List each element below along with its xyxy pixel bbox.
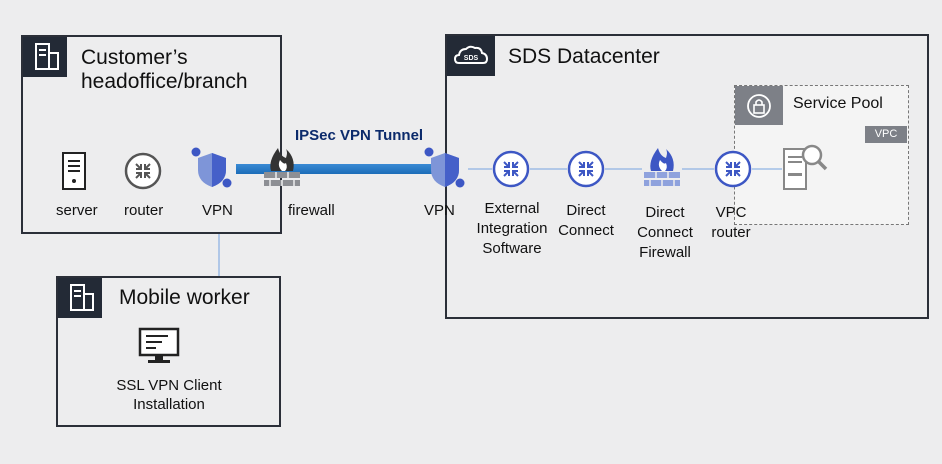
direct-connect-label: Direct Connect (558, 202, 614, 239)
mobile-title: Mobile worker (119, 286, 250, 309)
server-icon (62, 152, 86, 190)
external-integration-router-icon (492, 150, 530, 188)
router-icon (124, 152, 162, 190)
external-integration-label: External Integration Software (476, 200, 548, 257)
vpc-tag: VPC (865, 126, 907, 143)
datacenter-title: SDS Datacenter (508, 45, 660, 68)
svg-text:SDS: SDS (464, 55, 479, 62)
firewall-icon (264, 148, 300, 186)
sds-cloud-logo-icon: SDS (447, 36, 495, 76)
direct-connect-router-icon (567, 150, 605, 188)
server-search-icon (783, 144, 828, 190)
monitor-icon (138, 327, 180, 363)
vpn-label: VPN (202, 202, 233, 219)
vpn-shield-icon (191, 147, 232, 188)
vpc-router-label: VPC router (711, 204, 751, 241)
customer-title: Customer’s headoffice/branch (81, 46, 248, 93)
service-pool-title: Service Pool (793, 95, 883, 112)
firewall-label: firewall (288, 202, 335, 219)
lock-icon (735, 86, 783, 125)
mobile-worker-box: Mobile worker (56, 276, 281, 427)
server-label: server (56, 202, 98, 219)
building-icon (58, 278, 102, 318)
vpc-router-icon (714, 150, 752, 188)
customer-site-box: Customer’s headoffice/branch (21, 35, 282, 234)
ipsec-tunnel-bar (236, 164, 432, 174)
ssl-vpn-client-label: SSL VPN Client Installation (116, 377, 222, 413)
dc-vpn-shield-icon (424, 147, 465, 188)
router-label: router (124, 202, 164, 219)
dc-firewall-label: Direct Connect Firewall (637, 204, 693, 261)
tunnel-label: IPSec VPN Tunnel (295, 127, 424, 144)
dc-vpn-label: VPN (424, 202, 455, 219)
direct-connect-firewall-icon (644, 148, 680, 186)
building-icon (23, 37, 67, 77)
